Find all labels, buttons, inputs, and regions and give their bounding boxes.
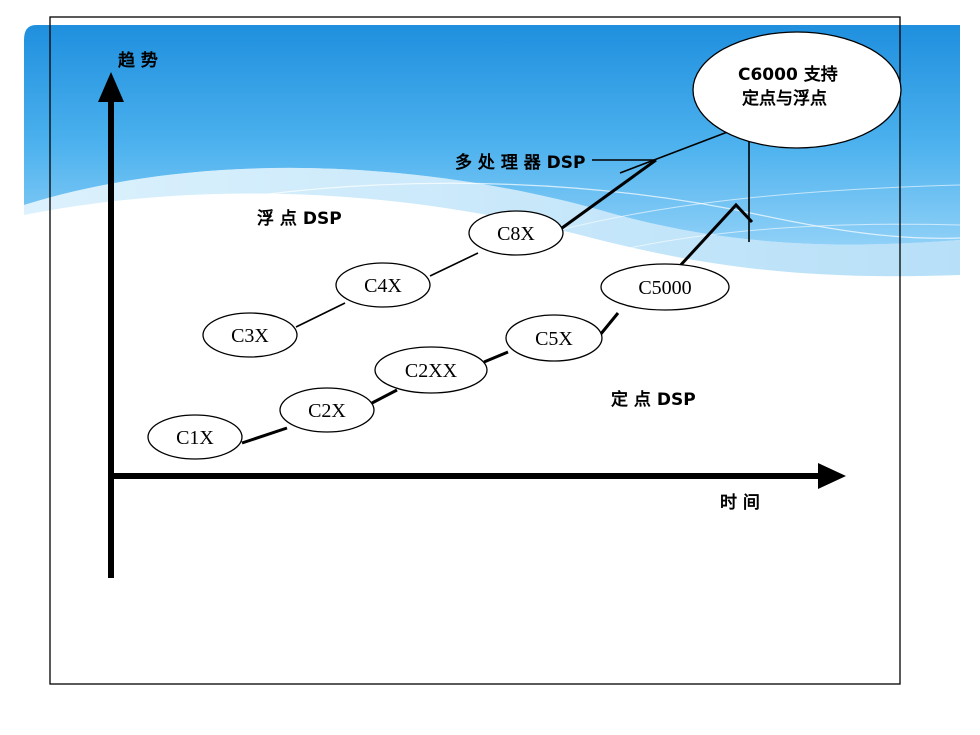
node-label: C4X	[364, 275, 402, 297]
node-c3x: C3X	[202, 312, 298, 358]
node-label: C5000	[638, 277, 691, 299]
multiprocessor-connectors	[592, 127, 750, 242]
node-c5x: C5X	[505, 314, 603, 362]
node-c5000: C5000	[600, 263, 730, 311]
c8x-to-multiprocessor-line	[561, 158, 657, 230]
callout-line-1: C6000 支持	[738, 64, 838, 85]
y-axis	[98, 72, 124, 578]
node-label: C8X	[497, 223, 535, 245]
node-label: C3X	[231, 325, 269, 347]
diagram-frame	[49, 16, 901, 685]
fixed-point-connectors	[241, 202, 754, 445]
y-axis-label: 趋 势	[118, 50, 158, 71]
node-c2x: C2X	[279, 387, 375, 433]
fixed-point-label: 定 点 DSP	[611, 389, 696, 410]
node-c8x: C8X	[468, 210, 564, 256]
node-label: C2XX	[405, 360, 458, 382]
floating-point-label: 浮 点 DSP	[257, 208, 342, 229]
floating-point-connectors	[295, 252, 479, 328]
callout-line-2: 定点与浮点	[742, 88, 827, 109]
node-c4x: C4X	[335, 262, 431, 308]
node-c1x: C1X	[147, 414, 243, 460]
multiprocessor-label: 多 处 理 器 DSP	[455, 152, 586, 173]
node-c2xx: C2XX	[374, 346, 488, 394]
node-label: C5X	[535, 328, 573, 350]
c6000-callout: C6000 支持 定点与浮点	[692, 31, 902, 149]
x-axis-label: 时 间	[720, 492, 760, 513]
node-label: C1X	[176, 427, 214, 449]
node-label: C2X	[308, 400, 346, 422]
x-axis	[108, 463, 846, 489]
